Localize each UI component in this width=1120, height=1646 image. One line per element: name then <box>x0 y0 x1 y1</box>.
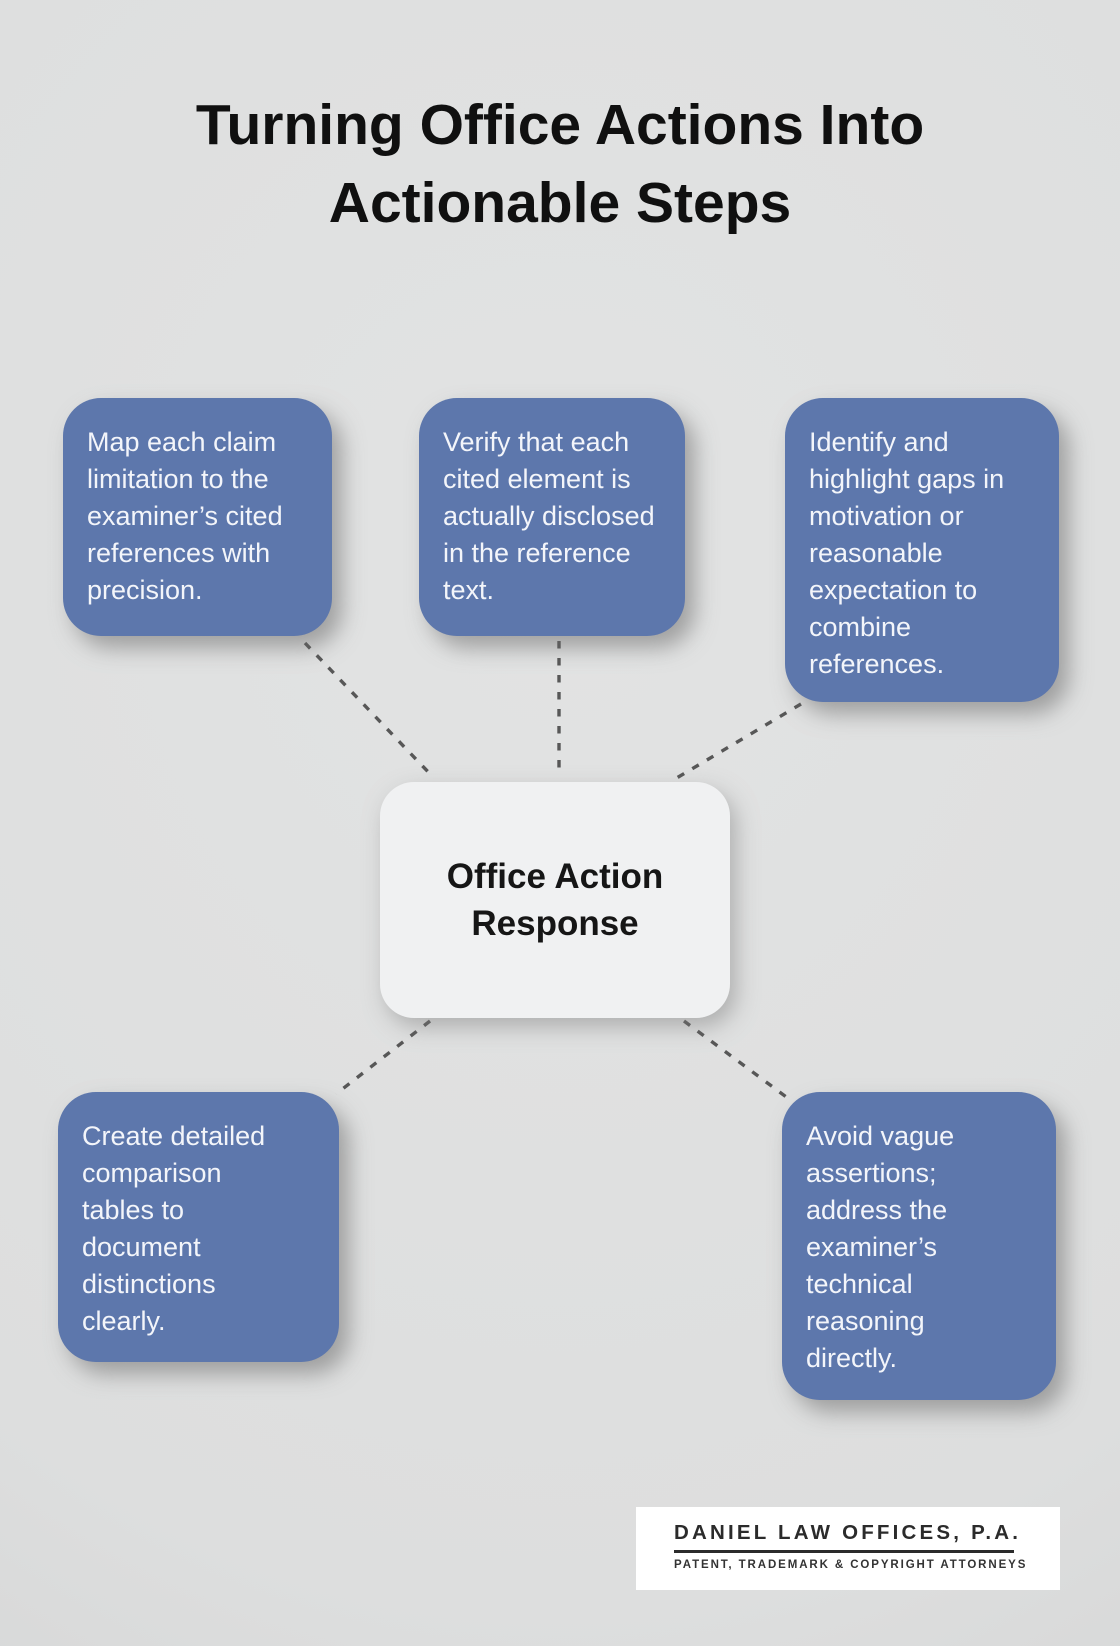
step-card-map-claims: Map each claim limitation to the examine… <box>63 398 332 636</box>
logo-underline <box>674 1550 1014 1553</box>
page-title: Turning Office Actions Into Actionable S… <box>195 93 925 236</box>
step-card-avoid-vague: Avoid vague assertions; address the exam… <box>782 1092 1056 1400</box>
center-node: Office Action Response <box>380 782 730 1018</box>
connector-bottom-right <box>682 1019 791 1101</box>
connector-top-left <box>303 641 435 779</box>
step-card-comparison-tables: Create detailed comparison tables to doc… <box>58 1092 339 1362</box>
step-card-text: Verify that each cited element is actual… <box>443 427 655 605</box>
connector-bottom-left <box>334 1019 432 1096</box>
logo-firm-name: DANIEL LAW OFFICES, P.A. <box>674 1521 1022 1544</box>
center-node-label: Office Action Response <box>446 856 664 943</box>
connector-top-right <box>674 702 802 781</box>
step-card-verify-elements: Verify that each cited element is actual… <box>419 398 685 636</box>
step-card-text: Identify and highlight gaps in motivatio… <box>809 427 1005 679</box>
step-card-text: Map each claim limitation to the examine… <box>87 427 283 605</box>
step-card-identify-gaps: Identify and highlight gaps in motivatio… <box>785 398 1059 702</box>
logo-tagline: PATENT, TRADEMARK & COPYRIGHT ATTORNEYS <box>674 1559 1028 1571</box>
step-card-text: Create detailed comparison tables to doc… <box>82 1121 266 1336</box>
step-card-text: Avoid vague assertions; address the exam… <box>806 1121 955 1373</box>
logo-block: DANIEL LAW OFFICES, P.A. PATENT, TRADEMA… <box>636 1507 1060 1590</box>
